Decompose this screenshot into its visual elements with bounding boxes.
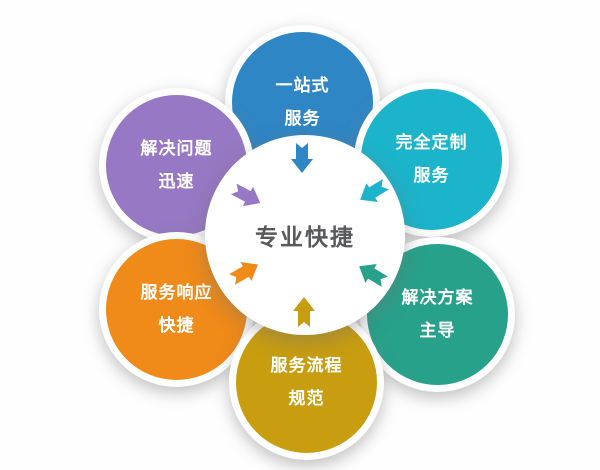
- petal-label-line2: 快捷: [158, 315, 195, 336]
- petal-label-line2: 规范: [288, 388, 325, 409]
- petal-label-line1: 完全定制: [395, 133, 468, 154]
- petal-label-line2: 服务: [284, 108, 321, 129]
- arrow-from-top-icon: [291, 143, 313, 173]
- petal-label: 解决方案 主导: [402, 282, 474, 347]
- center-label: 专业快捷: [255, 225, 355, 251]
- petal-label: 服务响应 快捷: [141, 277, 213, 342]
- petal-label-line1: 解决问题: [140, 139, 213, 160]
- petal-label: 完全定制 服务: [396, 127, 468, 192]
- arrow-from-bottom-left-icon: [229, 261, 258, 285]
- arrow-from-bottom-right-icon: [359, 264, 388, 287]
- arrow-from-top-left-icon: [230, 183, 261, 207]
- petal-label-line2: 服务: [413, 165, 450, 186]
- petal-label-line2: 主导: [419, 320, 456, 341]
- arrow-from-top-right-icon: [360, 179, 389, 202]
- petal-label: 一站式 服务: [276, 70, 330, 135]
- arrow-from-bottom-icon: [293, 297, 315, 327]
- petal-label-line1: 一站式: [275, 76, 330, 97]
- petal-label-line1: 解决方案: [401, 288, 474, 309]
- petal-label-line1: 服务流程: [270, 356, 343, 377]
- petal-label-line1: 服务响应: [140, 283, 213, 304]
- petal-label: 服务流程 规范: [271, 350, 343, 415]
- petal-label: 解决问题 迅速: [141, 133, 213, 198]
- petal-label-line2: 迅速: [158, 171, 195, 192]
